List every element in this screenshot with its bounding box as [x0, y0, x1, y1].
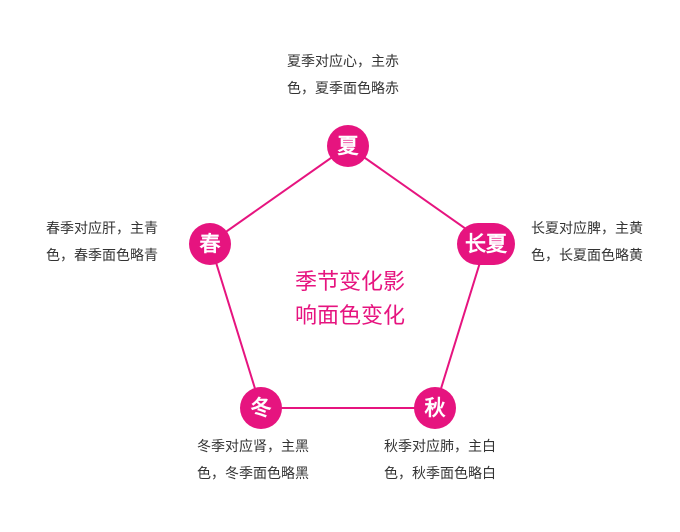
- desc-summer-line1: 夏季对应心，主赤: [287, 54, 399, 70]
- node-autumn: 秋: [414, 387, 456, 429]
- center-title: 季节变化影 响面色变化: [280, 266, 420, 334]
- desc-autumn-line2: 色，秋季面色略白: [384, 466, 496, 482]
- desc-spring-line2: 色，春季面色略青: [46, 248, 158, 264]
- node-summer: 夏: [327, 125, 369, 167]
- node-late-summer: 长夏: [457, 223, 515, 265]
- center-title-line2: 响面色变化: [294, 304, 405, 329]
- desc-spring: 春季对应肝，主青 色，春季面色略青: [46, 216, 158, 270]
- desc-autumn: 秋季对应肺，主白 色，秋季面色略白: [384, 434, 496, 488]
- node-spring: 春: [189, 223, 231, 265]
- desc-summer-line2: 色，夏季面色略赤: [287, 81, 399, 97]
- desc-winter: 冬季对应肾，主黑 色，冬季面色略黑: [197, 434, 309, 488]
- pentagon-outline: [208, 144, 488, 409]
- node-winter: 冬: [240, 387, 282, 429]
- desc-summer: 夏季对应心，主赤 色，夏季面色略赤: [287, 49, 399, 103]
- desc-late-summer-line2: 色，长夏面色略黄: [531, 248, 643, 264]
- desc-late-summer-line1: 长夏对应脾，主黄: [531, 221, 643, 237]
- desc-autumn-line1: 秋季对应肺，主白: [384, 439, 496, 455]
- desc-late-summer: 长夏对应脾，主黄 色，长夏面色略黄: [531, 216, 643, 270]
- desc-spring-line1: 春季对应肝，主青: [46, 221, 158, 237]
- desc-winter-line2: 色，冬季面色略黑: [197, 466, 309, 482]
- center-title-line1: 季节变化影: [294, 270, 405, 295]
- desc-winter-line1: 冬季对应肾，主黑: [197, 439, 309, 455]
